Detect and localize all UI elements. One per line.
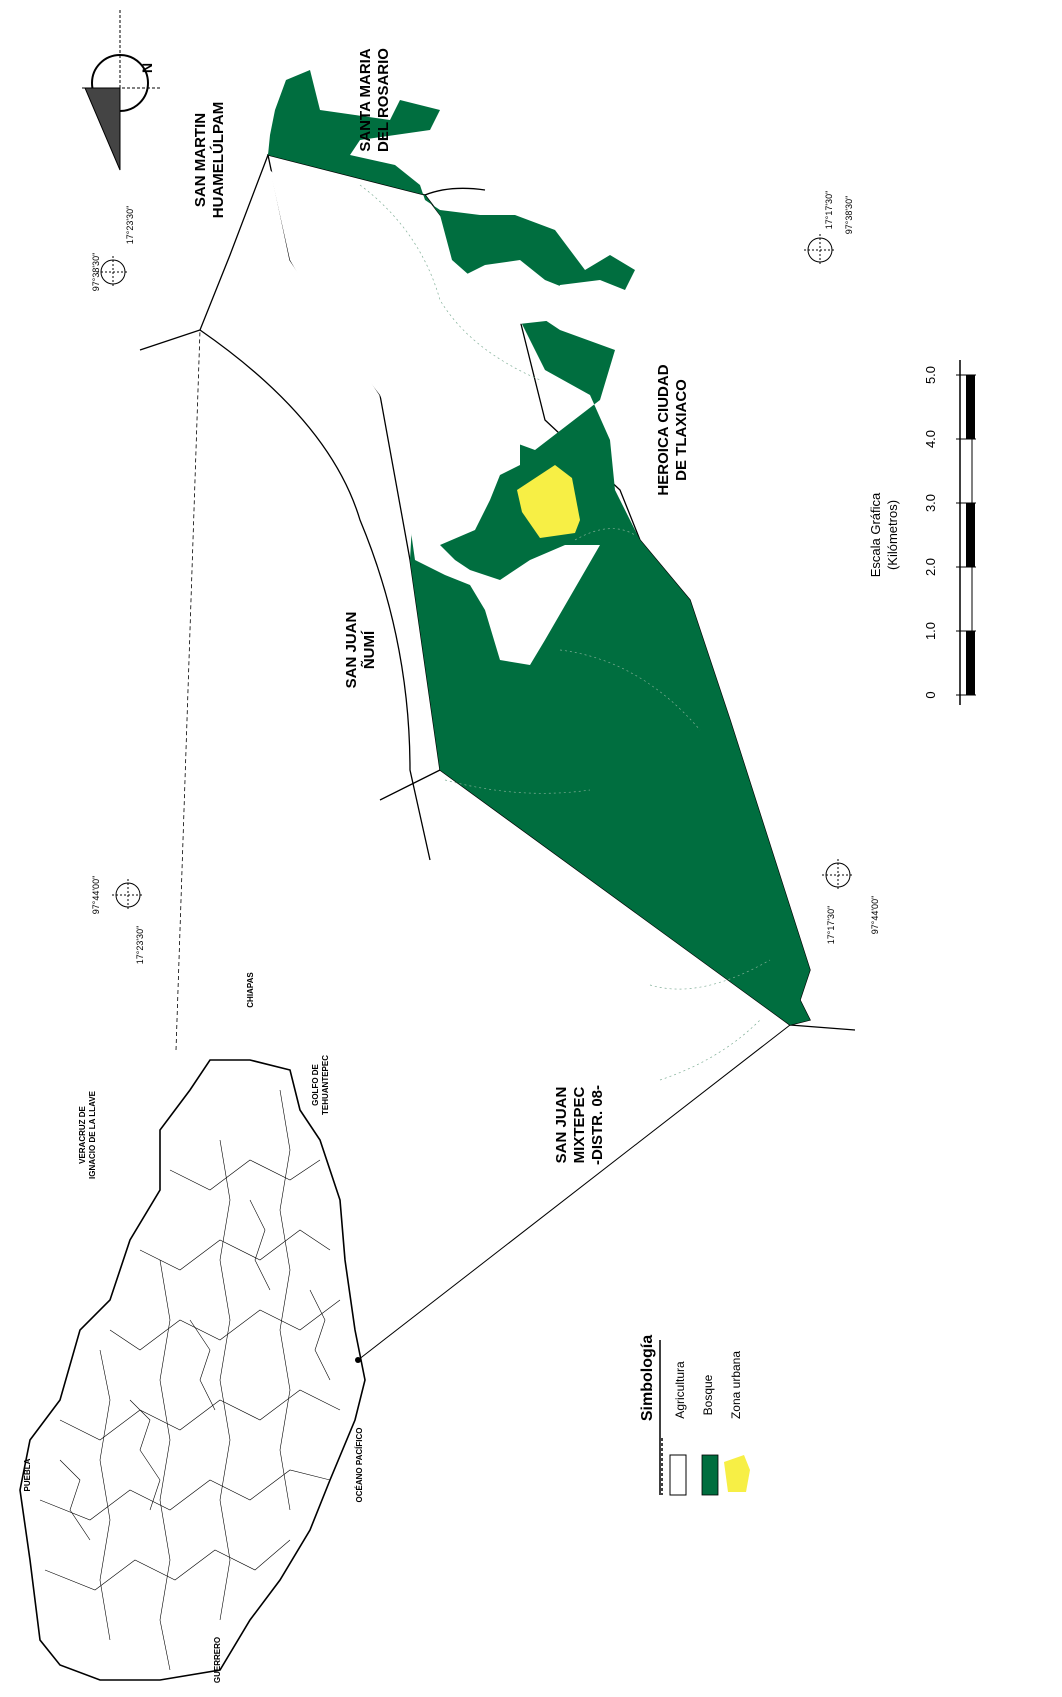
svg-text:SAN JUAN: SAN JUAN: [553, 1087, 570, 1164]
svg-text:97°44'00": 97°44'00": [870, 896, 880, 935]
label-veracruz: VERACRUZ DE IGNACIO DE LA LLAVE: [78, 1090, 97, 1179]
north-label: N: [139, 63, 155, 73]
forest-area: [268, 70, 810, 1025]
scale-tick-3: 3.0: [923, 494, 938, 512]
svg-text:17°23'30": 17°23'30": [135, 926, 145, 965]
scale-tick-2: 2.0: [923, 558, 938, 576]
scale-unit: (Kilómetros): [885, 500, 900, 570]
scale-tick-0: 0: [923, 691, 938, 698]
legend-title: Simbología: [639, 1335, 656, 1421]
svg-text:SAN MARTIN: SAN MARTIN: [192, 113, 209, 207]
label-san-martin: SAN MARTIN HUAMELÚLPAM: [192, 102, 227, 218]
svg-text:HEROICA CIUDAD: HEROICA CIUDAD: [655, 364, 672, 495]
svg-text:SAN JUAN: SAN JUAN: [343, 612, 360, 689]
svg-text:17°17'30": 17°17'30": [826, 906, 836, 945]
svg-text:-DISTR. 08-: -DISTR. 08-: [589, 1085, 606, 1165]
scale-title: Escala Gráfica: [868, 492, 883, 577]
svg-text:17°23'30": 17°23'30": [125, 206, 135, 245]
coord-marker-nw: 97°38'30" 17°23'30": [91, 206, 135, 292]
urban-area: [517, 465, 580, 538]
svg-text:HUAMELÚLPAM: HUAMELÚLPAM: [209, 102, 227, 218]
state-inset-map: [19, 1059, 366, 1681]
label-puebla: PUEBLA: [23, 1458, 32, 1491]
svg-text:TEHUANTEPEC: TEHUANTEPEC: [321, 1055, 330, 1115]
scale-tick-5: 5.0: [923, 366, 938, 384]
svg-text:97°38'30": 97°38'30": [91, 253, 101, 292]
coord-marker-sw: 97°44'00" 17°23'30": [91, 876, 145, 965]
scale-tick-1: 1.0: [923, 622, 938, 640]
svg-text:SANTA MARIA: SANTA MARIA: [357, 48, 374, 151]
agriculture-area: [270, 170, 600, 665]
svg-text:MIXTEPEC: MIXTEPEC: [571, 1086, 588, 1163]
coord-marker-ne: 17°17'30" 97°38'30": [804, 191, 854, 266]
legend: Simbología Agricultura Bosque Zona urban…: [639, 1335, 750, 1496]
svg-text:17°17'30": 17°17'30": [824, 191, 834, 230]
legend-label-zona-urbana: Zona urbana: [729, 1351, 743, 1419]
legend-swatch-agricultura: [669, 1454, 687, 1496]
legend-label-agricultura: Agricultura: [673, 1361, 687, 1419]
label-golfo: GOLFO DE TEHUANTEPEC: [311, 1055, 330, 1115]
legend-swatch-zona-urbana: [724, 1455, 750, 1492]
zoom-lines: [175, 329, 791, 1361]
internal-dotted-lines: [359, 184, 771, 1081]
label-chiapas: CHIAPAS: [246, 972, 255, 1008]
coord-marker-se: 17°17'30" 97°44'00": [822, 859, 880, 944]
label-san-juan-mixtepec: SAN JUAN MIXTEPEC -DISTR. 08-: [553, 1085, 606, 1165]
svg-text:VERACRUZ DE: VERACRUZ DE: [78, 1105, 87, 1163]
legend-label-bosque: Bosque: [701, 1374, 715, 1415]
label-santa-maria: SANTA MARIA DEL ROSARIO: [357, 48, 392, 152]
scale-tick-4: 4.0: [923, 430, 938, 448]
svg-text:97°38'30": 97°38'30": [844, 196, 854, 235]
scale-bar: 0 1.0 2.0 3.0 4.0 5.0 Escala Gráfica (Ki…: [868, 360, 976, 705]
agriculture-area-2: [455, 260, 570, 325]
legend-swatch-bosque: [701, 1454, 719, 1496]
svg-text:IGNACIO DE LA LLAVE: IGNACIO DE LA LLAVE: [88, 1090, 97, 1179]
label-tlaxiaco: HEROICA CIUDAD DE TLAXIACO: [655, 364, 690, 495]
svg-text:97°44'00": 97°44'00": [91, 876, 101, 915]
label-oceano: OCÉANO PACÍFICO: [355, 1428, 364, 1503]
label-guerrero: GUERRERO: [213, 1637, 222, 1683]
svg-text:DE TLAXIACO: DE TLAXIACO: [673, 379, 690, 481]
svg-text:DEL ROSARIO: DEL ROSARIO: [375, 48, 392, 152]
north-arrow-icon: N: [82, 10, 160, 171]
label-san-juan-numi: SAN JUAN ÑUMÍ: [343, 612, 378, 689]
svg-text:ÑUMÍ: ÑUMÍ: [360, 630, 378, 669]
svg-text:GOLFO DE: GOLFO DE: [311, 1063, 320, 1105]
